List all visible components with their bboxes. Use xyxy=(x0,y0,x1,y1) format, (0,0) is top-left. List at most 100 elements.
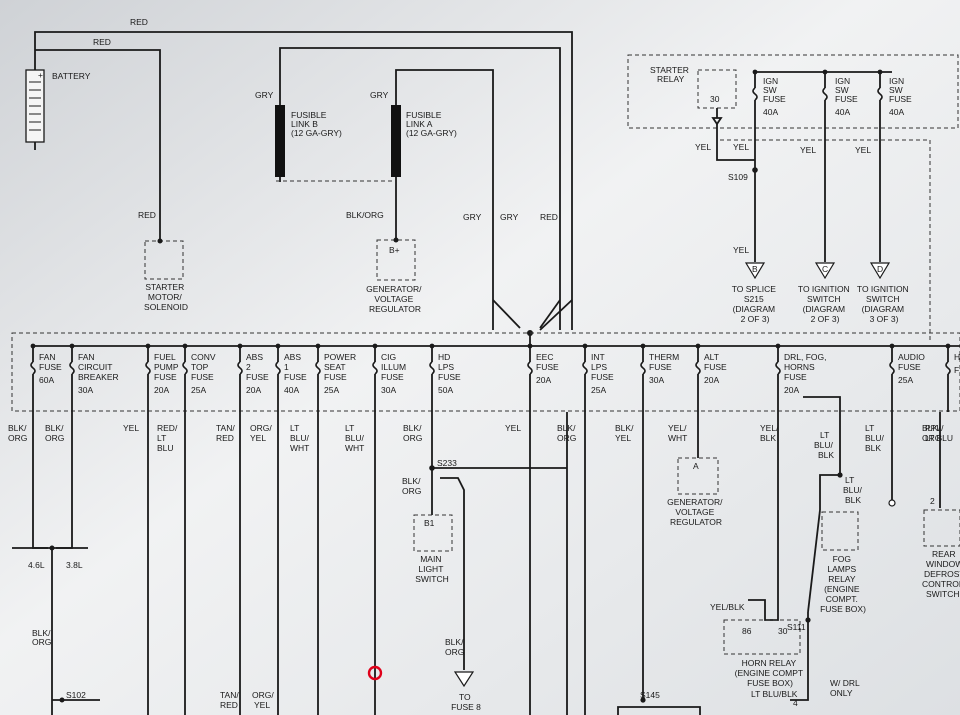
horn-relay-pin-4: 4 xyxy=(793,698,798,708)
fuse-wire-label: YEL xyxy=(505,423,521,433)
fuse-symbol xyxy=(889,361,895,375)
hd-branch-wire-2: BLK/ ORG xyxy=(445,637,466,657)
fusible-a-wire-label: GRY xyxy=(370,90,389,100)
main-light-switch-box xyxy=(413,514,453,552)
fusible-a-label: FUSIBLE LINK A (12 GA-GRY) xyxy=(406,110,457,138)
hd-branch-wire: BLK/ ORG xyxy=(402,476,423,496)
splice-s233: S233 xyxy=(437,458,457,468)
fuse-symbol xyxy=(30,361,36,375)
connector-c-label: TO IGNITION SWITCH (DIAGRAM 2 OF 3) xyxy=(798,284,852,324)
bus-wire-label-3: RED xyxy=(540,212,558,222)
connector-d: D TO IGNITION SWITCH (DIAGRAM 3 OF 3) xyxy=(857,262,909,324)
ign-fuse-3-wire: YEL xyxy=(855,145,871,155)
far-right-wire: BLK/ ORG xyxy=(922,423,943,443)
starter-relay-wire-2: YEL xyxy=(733,142,749,152)
connector-b: B TO SPLICE S215 (DIAGRAM 2 OF 3) xyxy=(732,262,779,324)
red-marker-circle xyxy=(367,665,383,681)
main-light-switch-label: MAIN LIGHT SWITCH xyxy=(415,554,449,584)
alt-module-pin: A xyxy=(693,461,699,471)
fusible-link-a: GRY FUSIBLE LINK A (12 GA-GRY) xyxy=(370,69,494,330)
fog-relay-label: FOG LAMPS RELAY (ENGINE COMPT. FUSE BOX) xyxy=(820,554,866,614)
connector-b-letter: B xyxy=(752,264,758,274)
fuse-symbol xyxy=(372,361,378,375)
battery-section: + BATTERY RED RED xyxy=(25,17,573,330)
fuse-symbol xyxy=(640,361,646,375)
fuse-symbol xyxy=(145,361,151,375)
fuse-wire-label: BLK/ORG xyxy=(45,423,64,443)
ign-fuse-3-label: IGN SW FUSE 40A xyxy=(889,76,914,117)
starter-relay-label: STARTER RELAY xyxy=(650,65,691,84)
bottom-label-org-yel: ORG/ YEL xyxy=(252,690,276,710)
fuse-symbol xyxy=(945,361,951,375)
fuse-wire-label: YEL/BLK xyxy=(760,423,779,443)
starter-motor-box xyxy=(144,240,184,280)
fuse-symbol xyxy=(315,361,321,375)
battery-wire-label-2: RED xyxy=(93,37,111,47)
bus-wire-label-2: GRY xyxy=(500,212,519,222)
fan-split-left: 4.6L xyxy=(28,560,45,570)
fog-relay-wire: LT BLU/ BLK xyxy=(814,430,835,460)
fuse-wire-label: YEL/WHT xyxy=(668,423,687,443)
fuse-wire-label: TAN/RED xyxy=(216,423,235,443)
rear-defrost-pin: 2 xyxy=(930,496,935,506)
connector-b-label: TO SPLICE S215 (DIAGRAM 2 OF 3) xyxy=(732,284,779,324)
bottom-label-tan-red: TAN/ RED xyxy=(220,690,241,710)
rear-defrost-label: REAR WINDOW DEFROST CONTROL SWITCH xyxy=(922,549,960,599)
alt-module-box xyxy=(677,457,719,495)
fusible-b-label: FUSIBLE LINK B (12 GA-GRY) xyxy=(291,110,342,138)
fuse-wire-label: BLK/ORG xyxy=(8,423,27,443)
ign-fuse-2-wire: YEL xyxy=(800,145,816,155)
main-light-switch-pin: B1 xyxy=(424,518,435,528)
to-fuse-8-label: TO FUSE 8 xyxy=(451,692,481,712)
fuse-symbol xyxy=(582,361,588,375)
top-right-fuse-box-outline xyxy=(627,54,959,129)
starter-relay-pin: 30 xyxy=(710,94,720,104)
bus-wire-label-1: GRY xyxy=(463,212,482,222)
ign-fuse-2: YEL IGN SW FUSE 40A xyxy=(800,69,860,262)
fog-relay-box xyxy=(821,511,859,551)
starter-relay-section: STARTER RELAY 30 YEL YEL S109 YEL xyxy=(627,54,959,340)
horn-relay-pin-30: 30 xyxy=(778,626,788,636)
ign-fuse-2-label: IGN SW FUSE 40A xyxy=(835,76,860,117)
fuse-wire-label: PPL/LT BLU xyxy=(925,423,953,443)
fusible-b-wire-label: GRY xyxy=(255,90,274,100)
alt-module-label: GENERATOR/ VOLTAGE REGULATOR xyxy=(667,497,725,527)
horn-relay-wire: YEL/BLK xyxy=(710,602,745,612)
fuse-symbol xyxy=(695,361,701,375)
ign-fuses: IGN SW FUSE 40A YEL IGN SW FUSE 40A xyxy=(752,69,914,262)
fuse-symbol xyxy=(275,361,281,375)
battery-plus-sign: + xyxy=(38,70,43,80)
battery-wire-label-1: RED xyxy=(130,17,148,27)
w-drl-only-note: W/ DRL ONLY xyxy=(830,678,862,698)
fusible-link-b: GRY FUSIBLE LINK B (12 GA-GRY) xyxy=(255,47,561,330)
lower-wiring: 4.6L 3.8L BLK/ ORG S102 TAN/ RED ORG/ YE… xyxy=(12,396,960,715)
ign-fuse-1: IGN SW FUSE 40A xyxy=(752,69,786,262)
rear-defrost-box xyxy=(923,509,960,547)
horn-relay-bottom-wire: LT BLU/BLK xyxy=(751,689,798,699)
horn-relay-box xyxy=(723,619,801,655)
fuse-box-outline xyxy=(11,332,960,412)
